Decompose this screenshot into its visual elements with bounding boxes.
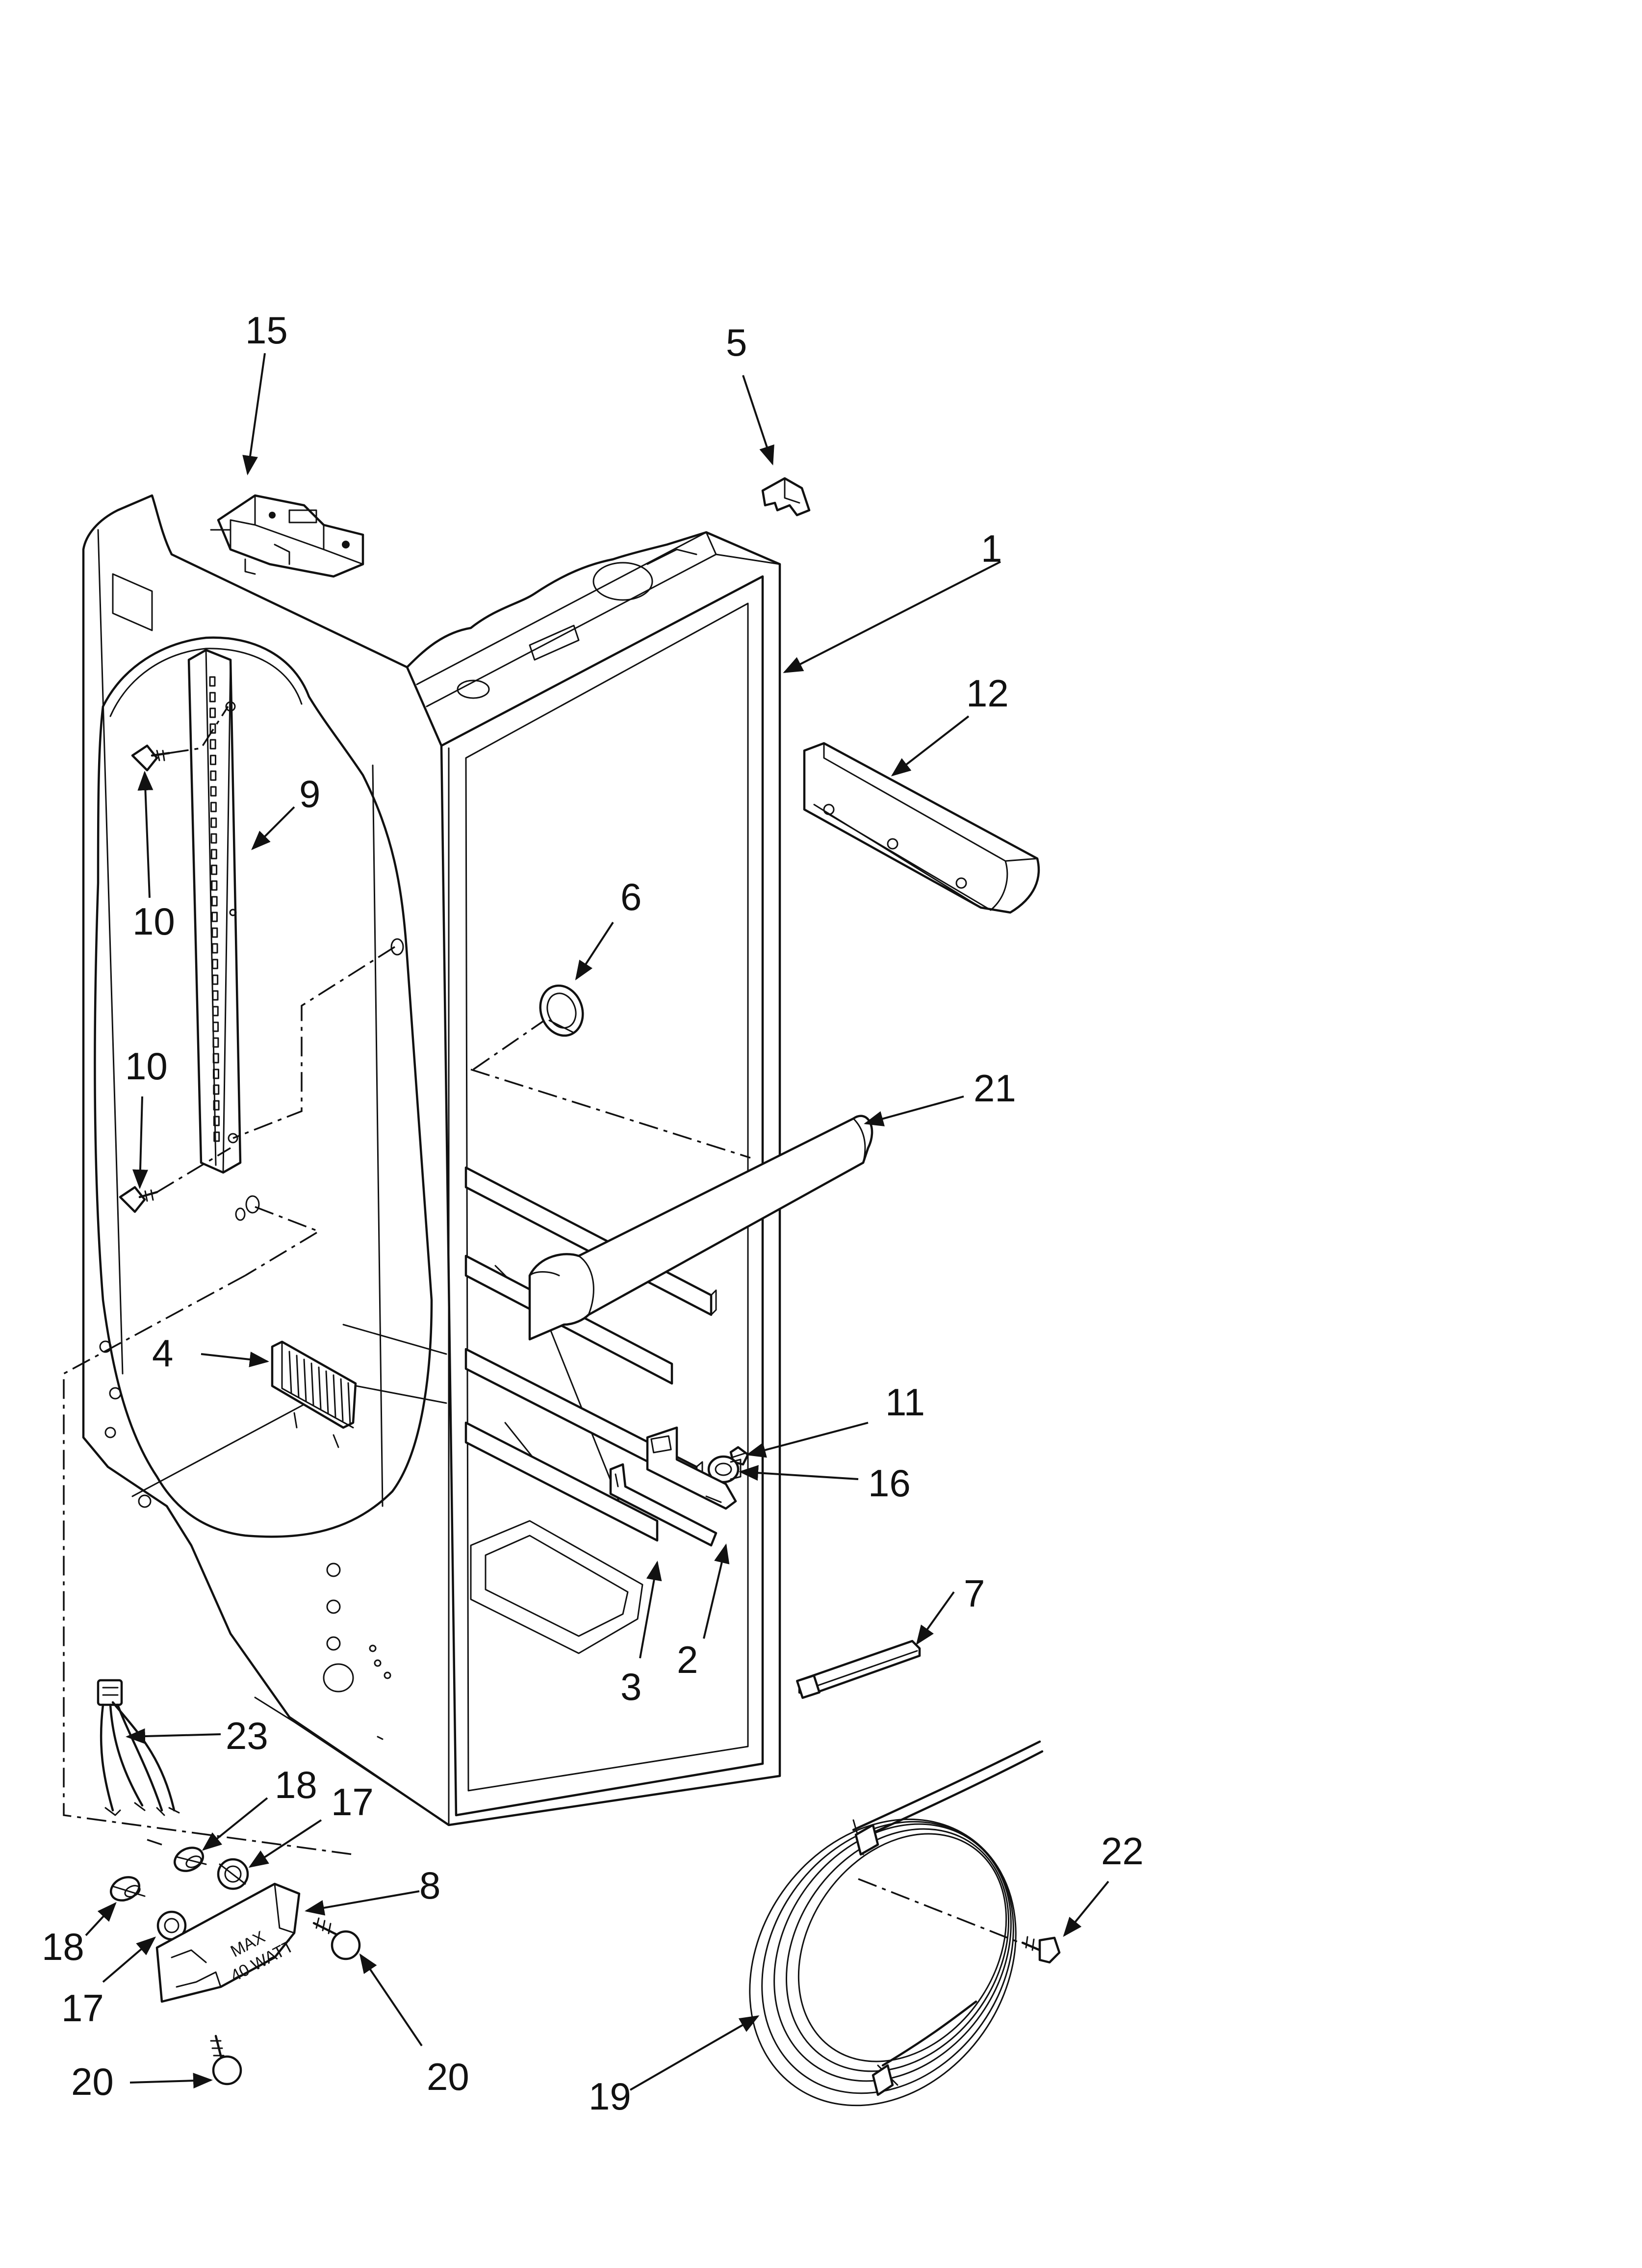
ladder-slot xyxy=(209,676,216,687)
ladder-slot xyxy=(212,1006,219,1017)
callout-20-right: 20 xyxy=(427,2055,469,2098)
callout-8: 8 xyxy=(419,1864,440,1907)
plunger-part-16 xyxy=(707,1455,742,1484)
clip-part-5 xyxy=(761,477,811,517)
socket-part-18-upper xyxy=(174,1847,207,1872)
callout-17-upper: 17 xyxy=(331,1780,374,1824)
callout-10-upper: 10 xyxy=(132,900,175,943)
ladder-slot xyxy=(209,739,216,750)
ladder-slot xyxy=(212,1021,219,1032)
callout-9: 9 xyxy=(299,772,320,815)
callout-15: 15 xyxy=(245,309,288,352)
screw-part-10-upper xyxy=(131,744,171,772)
grille-slat xyxy=(347,1382,351,1426)
ladder-slot xyxy=(210,833,217,844)
ladder-slot xyxy=(209,723,216,734)
grille-slat xyxy=(340,1378,344,1422)
cabinet-liner-part xyxy=(82,494,781,1826)
callout-3: 3 xyxy=(620,1665,641,1708)
callout-1: 1 xyxy=(981,527,1002,570)
lamp-part-17-upper xyxy=(217,1858,249,1890)
grille-slat xyxy=(333,1374,336,1418)
ladder-slot xyxy=(211,943,218,954)
socket-part-18-lower xyxy=(110,1876,146,1902)
grille-slat xyxy=(296,1355,300,1398)
callout-18-upper: 18 xyxy=(275,1763,317,1806)
ladder-slot xyxy=(213,1100,220,1111)
ladder-slot xyxy=(210,849,217,860)
wire-harness-part-23 xyxy=(97,1679,180,1816)
light-shield-part-8: MAX 40 WATT xyxy=(155,1882,301,2003)
screw-part-22 xyxy=(1021,1936,1061,1964)
grille-slat xyxy=(318,1366,322,1410)
ladder-slot xyxy=(212,990,219,1001)
lamp-part-17-lower xyxy=(156,1910,187,1941)
bracket-part-3 xyxy=(609,1463,718,1547)
bracket-part-2 xyxy=(646,1426,737,1510)
ladder-slot xyxy=(213,1069,219,1079)
ladder-slot xyxy=(211,912,218,922)
ladder-slot xyxy=(210,770,217,781)
ladder-slot xyxy=(213,1084,220,1095)
callout-2: 2 xyxy=(677,1638,698,1681)
ladder-slot xyxy=(213,1131,220,1142)
push-pin-part-20-right xyxy=(312,1917,361,1960)
grille-slat xyxy=(288,1351,292,1394)
callout-12: 12 xyxy=(966,672,1009,715)
ladder-slot xyxy=(210,786,217,797)
ladder-slot xyxy=(211,927,218,938)
air-duct-part-12 xyxy=(803,742,1040,914)
grille-slat xyxy=(325,1370,329,1414)
callout-22: 22 xyxy=(1101,1829,1144,1873)
callout-6: 6 xyxy=(620,875,641,918)
ladder-slot xyxy=(211,959,218,969)
callout-7: 7 xyxy=(964,1572,985,1615)
callout-11: 11 xyxy=(885,1381,925,1424)
callout-21: 21 xyxy=(974,1067,1016,1110)
shelf-ladder-part-9 xyxy=(187,649,242,1174)
callout-4: 4 xyxy=(152,1331,173,1375)
callout-labels: 15 5 1 12 9 6 10 10 21 4 11 16 7 3 2 23 … xyxy=(42,309,1144,2118)
screw-part-10-lower xyxy=(119,1186,158,1213)
ladder-slot xyxy=(211,896,218,907)
grille-slat xyxy=(303,1358,307,1402)
ladder-slot xyxy=(213,1116,220,1126)
ladder-slot xyxy=(210,817,217,828)
ladder-slot xyxy=(210,802,217,812)
ladder-slot xyxy=(212,974,219,985)
callout-20-left: 20 xyxy=(71,2060,114,2103)
callout-5: 5 xyxy=(726,321,747,364)
leader-arrows xyxy=(85,353,1109,2091)
callout-16: 16 xyxy=(868,1461,911,1505)
callout-17-lower: 17 xyxy=(61,1986,104,2030)
ladder-slot xyxy=(211,864,218,875)
ladder-slot xyxy=(209,692,216,703)
callout-23: 23 xyxy=(226,1714,268,1757)
ladder-slot xyxy=(212,1037,219,1048)
cable-tie-part-7 xyxy=(796,1640,921,1699)
ladder-slot xyxy=(209,707,216,718)
grommet-part-6 xyxy=(539,984,584,1037)
grille-slat xyxy=(310,1362,314,1406)
callout-18-lower: 18 xyxy=(42,1925,84,1968)
callout-10-lower: 10 xyxy=(125,1044,168,1088)
ladder-slot xyxy=(212,1053,219,1064)
light-housing-part xyxy=(210,494,364,578)
ladder-slot xyxy=(211,880,218,891)
callout-19: 19 xyxy=(589,2075,631,2118)
push-pin-part-20-left xyxy=(210,2034,242,2086)
coiled-tubing-part-19 xyxy=(749,1740,1044,2107)
vent-grille-part-4 xyxy=(271,1340,357,1448)
ladder-slot xyxy=(210,755,216,765)
